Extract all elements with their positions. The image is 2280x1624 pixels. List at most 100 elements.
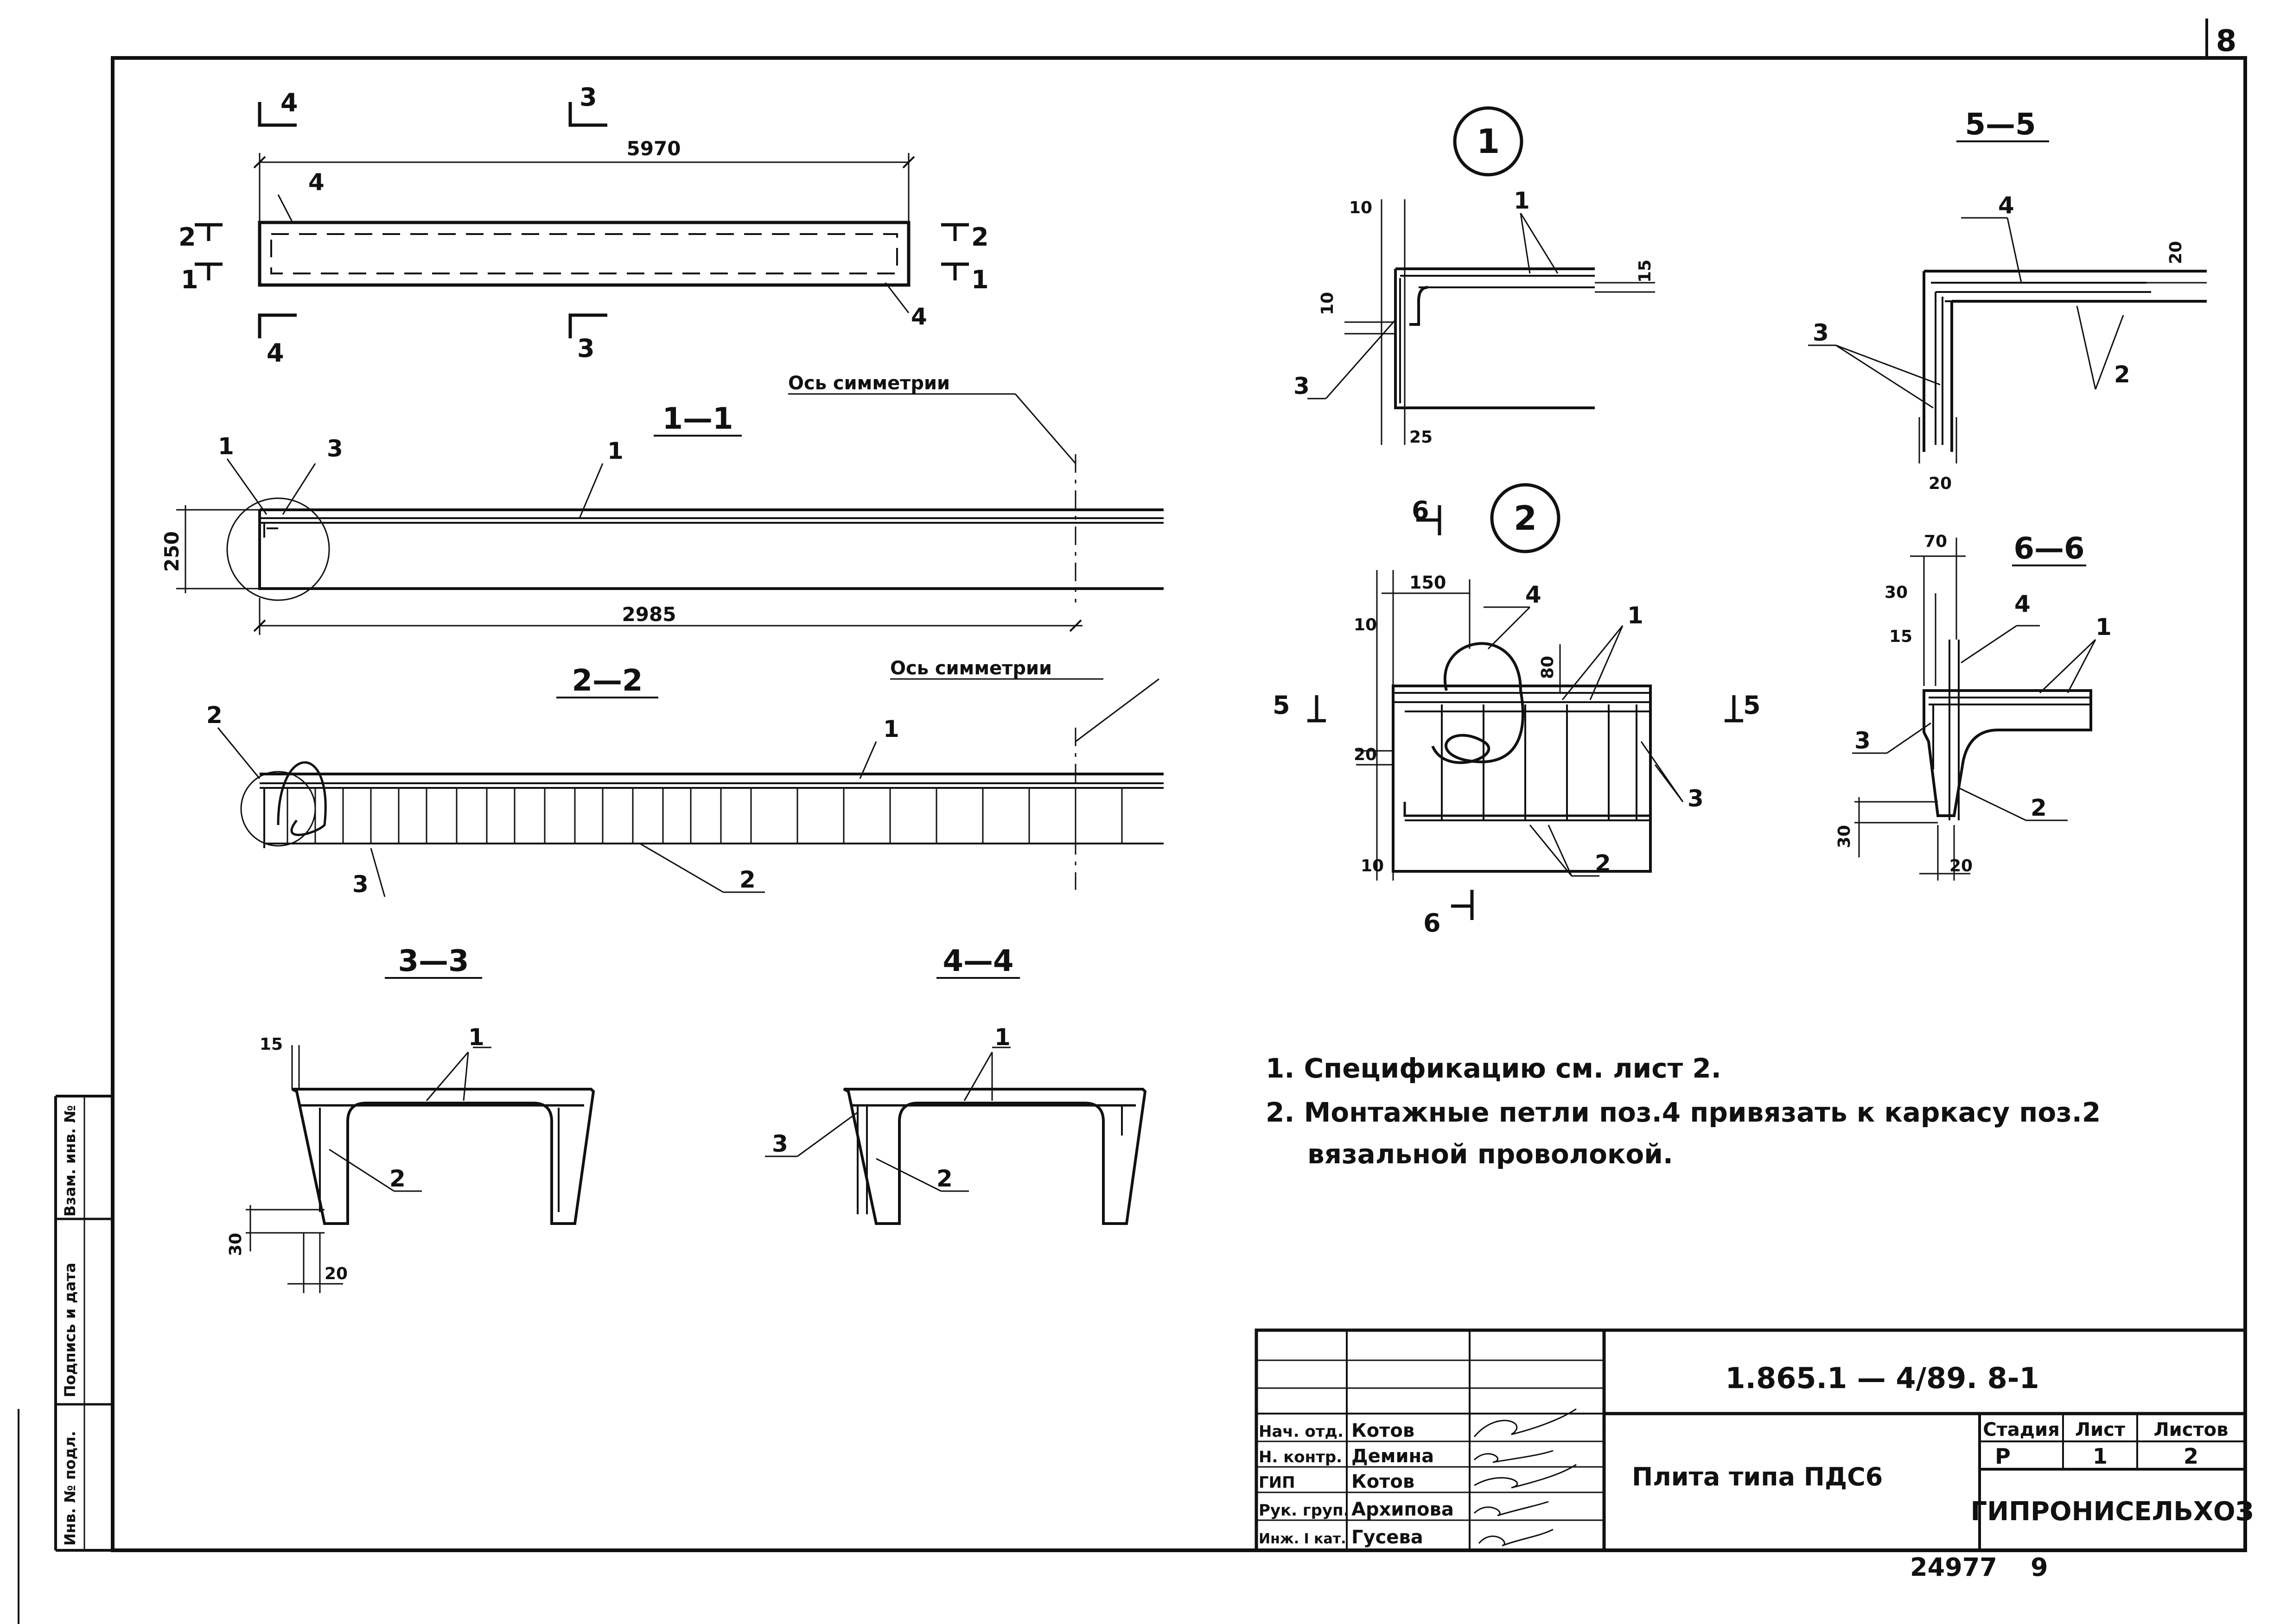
plan-mark-2-left: 2 <box>178 222 196 252</box>
signature-3 <box>1474 1464 1577 1489</box>
signature-1 <box>1473 1408 1577 1437</box>
section-5-5-dim-20b: 20 <box>1929 474 1952 493</box>
detail-2-callout-2: 2 <box>1595 850 1611 877</box>
section-2-2-title: 2—2 <box>572 664 643 698</box>
archive-number: 24977 <box>1910 1553 1997 1582</box>
section-4-4-callout-3: 3 <box>772 1130 788 1157</box>
drawing-title: Плита типа ПДС6 <box>1632 1462 1883 1491</box>
section-1-1-half-length-dim: 2985 <box>622 603 676 626</box>
section-2-2-callout-3: 3 <box>352 871 369 898</box>
name-0: Котов <box>1351 1420 1414 1441</box>
detail-1-callout-1: 1 <box>1514 187 1530 214</box>
detail-2-dim-80: 80 <box>1538 656 1557 679</box>
section-1-1-callout-3: 3 <box>327 435 343 462</box>
detail-2-mark-5-left: 5 <box>1273 691 1290 720</box>
detail-2-mark-5-right: 5 <box>1743 691 1761 720</box>
section-4-4-title: 4—4 <box>943 944 1013 978</box>
section-2-2-callout-1: 1 <box>883 716 899 742</box>
section-6-6 <box>1852 538 2096 881</box>
section-6-6-callout-2: 2 <box>2031 794 2047 821</box>
section-3-3-dim-20: 20 <box>325 1264 348 1283</box>
name-2: Котов <box>1351 1471 1414 1492</box>
name-1: Демина <box>1351 1446 1434 1467</box>
detail-1-label: 1 <box>1477 122 1500 161</box>
detail-1-dim-25: 25 <box>1409 428 1433 447</box>
role-4: Инж. I кат. <box>1259 1531 1346 1547</box>
plan-length-dim: 5970 <box>627 137 681 160</box>
signature-5 <box>1478 1529 1554 1547</box>
section-1-1 <box>176 393 1164 635</box>
detail-2-dim-10b: 10 <box>1361 856 1384 875</box>
detail-2-dim-10a: 10 <box>1354 615 1377 634</box>
name-3: Архипова <box>1351 1499 1454 1520</box>
detail-2-dim-150: 150 <box>1409 572 1446 593</box>
stage-header: Стадия <box>1983 1419 2060 1440</box>
section-5-5-callout-4: 4 <box>1998 192 2014 219</box>
section-3-3-callout-2: 2 <box>389 1165 406 1192</box>
sheets-value: 2 <box>2184 1444 2198 1469</box>
sheet-value: 1 <box>2093 1444 2108 1469</box>
sheets-header: Листов <box>2154 1419 2229 1440</box>
section-4-4-callout-1: 1 <box>994 1024 1011 1051</box>
section-5-5-dim-20a: 20 <box>2166 241 2185 264</box>
stage-value: Р <box>1995 1444 2011 1469</box>
section-5-5-callout-3: 3 <box>1813 319 1829 346</box>
section-6-6-dim-15: 15 <box>1889 627 1912 646</box>
section-4-4-callout-2: 2 <box>936 1165 953 1192</box>
title-block <box>1255 1328 2247 1552</box>
section-5-5-callout-2: 2 <box>2114 361 2130 388</box>
section-3-3-title: 3—3 <box>398 944 469 978</box>
section-6-6-dim-70: 70 <box>1924 532 1947 551</box>
sheet-header: Лист <box>2075 1419 2126 1440</box>
sheet-frame <box>18 19 2247 1624</box>
section-5-5 <box>1808 140 2207 463</box>
sheet-number: 8 <box>2216 24 2237 58</box>
section-1-1-title: 1—1 <box>662 402 733 436</box>
role-0: Нач. отд. <box>1259 1422 1344 1441</box>
note-2-line-2: вязальной проволокой. <box>1307 1138 1673 1170</box>
role-1: Н. контр. <box>1259 1448 1342 1466</box>
section-6-6-dim-20: 20 <box>1949 856 1973 875</box>
plan-callout-4-bottom: 4 <box>911 303 927 330</box>
section-6-6-title: 6—6 <box>2013 532 2084 566</box>
detail-2-dim-20: 20 <box>1354 745 1377 764</box>
archive-sheet: 9 <box>2031 1553 2048 1582</box>
plan-mark-2-right: 2 <box>971 222 989 252</box>
plan-view <box>195 102 969 338</box>
section-3-3-dim-15: 15 <box>260 1035 283 1054</box>
section-4-4 <box>765 977 1147 1225</box>
margin-podpis-data: Подпись и дата <box>61 1262 79 1397</box>
signature-2 <box>1473 1450 1554 1463</box>
notes: 1. Спецификацию см. лист 2. 2. Монтажные… <box>1266 1053 2101 1170</box>
plan-mark-1-right: 1 <box>971 265 989 294</box>
section-6-6-callout-1: 1 <box>2095 614 2112 641</box>
section-2-2-axis-label: Ось симметрии <box>890 658 1052 679</box>
section-3-3 <box>246 977 595 1293</box>
detail-1-dim-10a: 10 <box>1349 198 1372 217</box>
plan-callout-4-top: 4 <box>308 169 325 196</box>
role-3: Рук. груп. <box>1259 1501 1350 1520</box>
section-1-1-axis-label: Ось симметрии <box>788 373 950 394</box>
detail-2-mark-6-bottom: 6 <box>1423 908 1441 938</box>
detail-1 <box>1307 106 1655 445</box>
plan-mark-1-left: 1 <box>181 265 198 294</box>
name-4: Гусева <box>1351 1527 1423 1548</box>
detail-1-dim-15: 15 <box>1636 260 1655 283</box>
plan-mark-3-top: 3 <box>580 82 597 112</box>
section-6-6-dim-30a: 30 <box>1885 583 1908 602</box>
doc-code: 1.865.1 — 4/89. 8-1 <box>1725 1361 2039 1395</box>
detail-2-mark-6-top: 6 <box>1412 496 1429 525</box>
section-2-2-callout-2a: 2 <box>206 702 223 729</box>
organization: ГИПРОНИСЕЛЬХОЗ <box>1971 1497 2254 1527</box>
section-1-1-callout-1a: 1 <box>218 433 234 460</box>
note-1: 1. Спецификацию см. лист 2. <box>1266 1053 1721 1084</box>
section-3-3-callout-1: 1 <box>468 1024 484 1051</box>
detail-2-callout-3: 3 <box>1688 785 1704 812</box>
plan-mark-3-bottom: 3 <box>577 334 595 363</box>
detail-2-callout-4: 4 <box>1525 581 1541 608</box>
detail-2 <box>1307 483 1743 920</box>
section-1-1-height-dim: 250 <box>160 531 183 572</box>
detail-1-callout-3: 3 <box>1293 373 1310 400</box>
section-5-5-title: 5—5 <box>1965 108 2036 142</box>
